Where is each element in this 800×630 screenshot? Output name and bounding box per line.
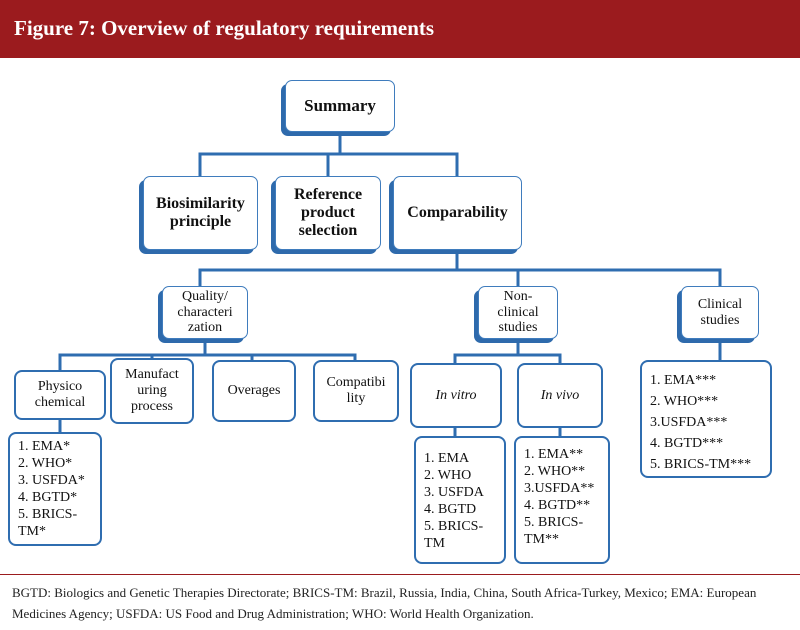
list-item: 1. EMA* — [18, 439, 71, 454]
list-in-vivo: 1. EMA** 2. WHO** 3.USFDA** 4. BGTD** 5.… — [514, 436, 610, 564]
list-item: 5. BRICS- TM** — [524, 515, 584, 547]
list-item: 2. WHO** — [524, 464, 586, 479]
node-comparability: Comparability — [393, 176, 522, 250]
node-reference-product-selection: Reference product selection — [275, 176, 381, 250]
list-in-vitro: 1. EMA 2. WHO 3. USFDA 4. BGTD 5. BRICS-… — [414, 436, 506, 564]
node-physico-chemical: Physico chemical — [14, 370, 106, 420]
regulatory-tree-diagram: Summary Biosimilarity principle Referenc… — [0, 58, 800, 574]
node-in-vitro: In vitro — [410, 363, 502, 428]
list-clinical-studies: 1. EMA*** 2. WHO*** 3.USFDA*** 4. BGTD**… — [640, 360, 772, 478]
list-item: 4. BGTD** — [524, 498, 591, 513]
list-item: 2. WHO — [424, 468, 472, 483]
node-quality-characterization: Quality/ characteri zation — [162, 286, 248, 339]
node-in-vivo: In vivo — [517, 363, 603, 428]
list-item: 3.USFDA** — [524, 481, 595, 496]
figure-footnote: BGTD: Biologics and Genetic Therapies Di… — [12, 585, 757, 621]
list-item: 4. BGTD*** — [650, 436, 724, 451]
node-overages: Overages — [212, 360, 296, 422]
list-item: 4. BGTD* — [18, 490, 78, 505]
list-item: 5. BRICS- TM* — [18, 507, 78, 539]
figure-title: Figure 7: Overview of regulatory require… — [14, 16, 435, 40]
list-item: 1. EMA*** — [650, 373, 717, 388]
footer-divider — [0, 574, 800, 575]
list-item: 2. WHO*** — [650, 394, 719, 409]
figure-header: Figure 7: Overview of regulatory require… — [0, 0, 800, 58]
list-item: 1. EMA** — [524, 447, 584, 462]
list-physico-chemical: 1. EMA* 2. WHO* 3. USFDA* 4. BGTD* 5. BR… — [8, 432, 102, 546]
node-compatibility: Compatibi lity — [313, 360, 399, 422]
list-item: 5. BRICS- TM — [424, 519, 484, 551]
list-item: 1. EMA — [424, 451, 470, 466]
node-clinical-studies: Clinical studies — [681, 286, 759, 339]
node-manufacturing-process: Manufact uring process — [110, 358, 194, 424]
node-nonclinical-studies: Non- clinical studies — [478, 286, 558, 339]
tree-connectors — [58, 130, 722, 438]
list-item: 3.USFDA*** — [650, 415, 728, 430]
list-item: 3. USFDA* — [18, 473, 85, 488]
list-item: 3. USFDA — [424, 485, 484, 500]
list-item: 4. BGTD — [424, 502, 477, 517]
list-item: 2. WHO* — [18, 456, 73, 471]
node-summary: Summary — [285, 80, 395, 132]
node-biosimilarity-principle: Biosimilarity principle — [143, 176, 258, 250]
list-item: 5. BRICS-TM*** — [650, 457, 752, 472]
